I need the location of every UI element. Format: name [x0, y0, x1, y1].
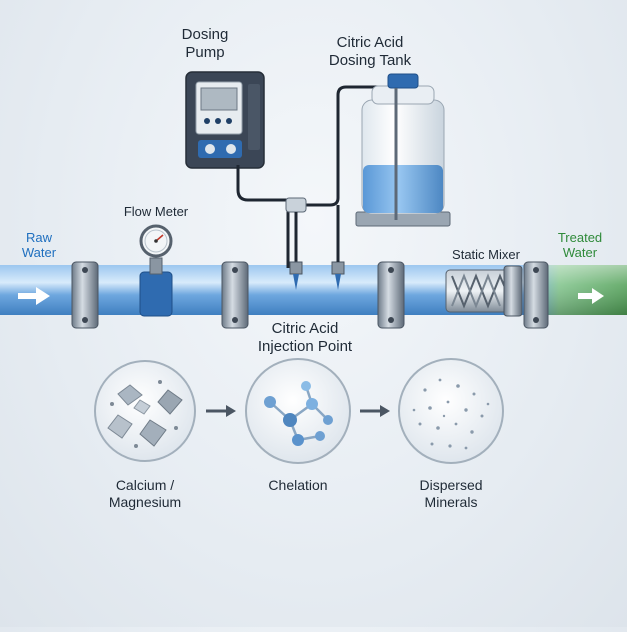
arrow-right-icon — [360, 405, 390, 417]
flange-3 — [377, 261, 405, 329]
flange-4 — [523, 261, 549, 329]
raw-water-label: Raw Water — [21, 230, 57, 261]
dosing-pump-label: Dosing Pump — [181, 26, 229, 61]
injection-quill-1 — [289, 212, 303, 290]
dosing-tank-label: Citric Acid Dosing Tank — [328, 34, 412, 69]
static-mixer — [445, 265, 523, 317]
chelation-label: Chelation — [268, 477, 328, 493]
arrow-right-icon — [206, 405, 236, 417]
flange-1 — [71, 261, 99, 329]
pump-discharge-line — [236, 165, 290, 268]
injection-point-label: Citric Acid Injection Point — [257, 320, 353, 355]
chelation-circle — [245, 358, 351, 464]
flow-meter — [139, 224, 173, 317]
flow-meter-label: Flow Meter — [123, 204, 189, 219]
calcium-magnesium-circle — [94, 360, 196, 462]
dispersed-label: Dispersed Minerals — [419, 477, 483, 510]
injection-quill-2 — [331, 205, 345, 290]
flange-2 — [221, 261, 249, 329]
dispersed-minerals-circle — [398, 358, 504, 464]
outlet-arrow-icon — [578, 288, 604, 304]
tubing-junction — [285, 197, 307, 213]
inlet-arrow-icon — [18, 287, 50, 305]
dosing-pump — [185, 71, 265, 169]
static-mixer-label: Static Mixer — [452, 247, 520, 262]
treated-water-label: Treated Water — [557, 230, 603, 261]
calcium-label: Calcium / Magnesium — [108, 477, 182, 510]
tank-suction-line — [304, 85, 392, 207]
dosing-tank — [355, 73, 451, 227]
